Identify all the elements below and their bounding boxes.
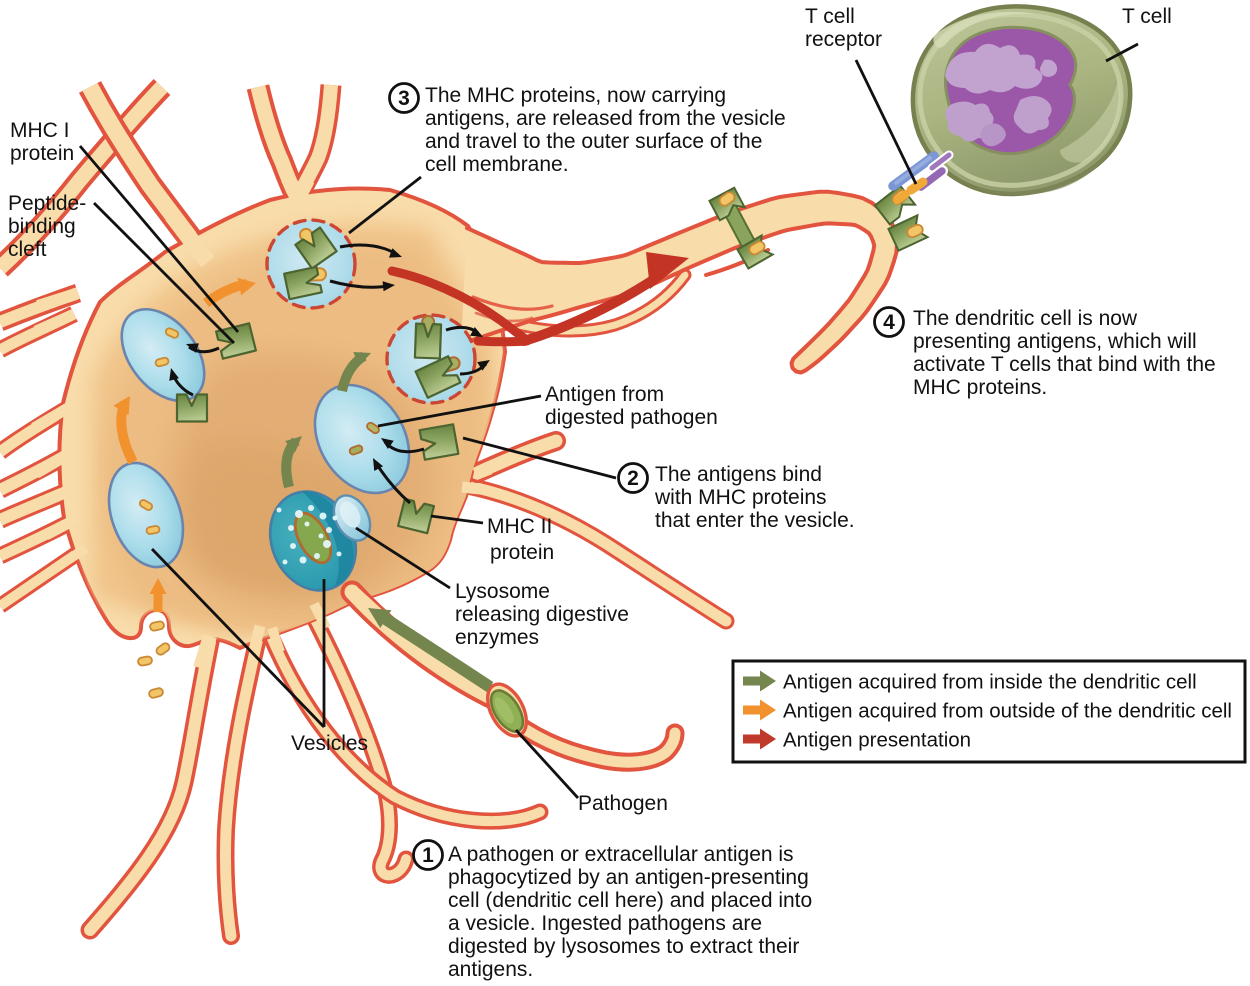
- svg-text:T cell: T cell: [805, 5, 855, 28]
- svg-text:digested pathogen: digested pathogen: [545, 406, 718, 429]
- svg-text:releasing digestive: releasing digestive: [455, 603, 629, 626]
- svg-text:MHC II: MHC II: [487, 515, 552, 538]
- svg-text:and travel to the outer surfac: and travel to the outer surface of the: [425, 130, 762, 153]
- svg-text:Antigen from: Antigen from: [545, 383, 664, 406]
- svg-text:cell (dendritic cell here) and: cell (dendritic cell here) and placed in…: [448, 889, 812, 912]
- svg-text:MHC I: MHC I: [10, 119, 70, 142]
- svg-text:The dendritic cell is now: The dendritic cell is now: [913, 307, 1138, 330]
- svg-text:receptor: receptor: [805, 28, 882, 51]
- svg-text:antigens.: antigens.: [448, 958, 533, 981]
- svg-text:cell membrane.: cell membrane.: [425, 153, 569, 176]
- svg-text:Antigen acquired from inside t: Antigen acquired from inside the dendrit…: [783, 670, 1197, 693]
- svg-text:phagocytized by an antigen-pre: phagocytized by an antigen-presenting: [448, 866, 809, 889]
- svg-text:binding: binding: [8, 215, 76, 238]
- svg-text:presenting antigens, which wil: presenting antigens, which will: [913, 330, 1197, 353]
- svg-text:with MHC proteins: with MHC proteins: [654, 486, 827, 509]
- svg-text:The antigens bind: The antigens bind: [655, 463, 822, 486]
- svg-text:cleft: cleft: [8, 238, 47, 261]
- svg-text:Pathogen: Pathogen: [578, 792, 668, 815]
- svg-text:enzymes: enzymes: [455, 626, 539, 649]
- svg-text:Antigen acquired from outside: Antigen acquired from outside of the den…: [783, 699, 1232, 722]
- svg-text:4: 4: [883, 311, 895, 334]
- svg-text:The MHC proteins, now carrying: The MHC proteins, now carrying: [425, 84, 726, 107]
- svg-text:MHC proteins.: MHC proteins.: [913, 376, 1047, 399]
- svg-text:1: 1: [422, 844, 434, 867]
- svg-text:activate T cells that bind wit: activate T cells that bind with the: [913, 353, 1216, 376]
- svg-text:T cell: T cell: [1122, 5, 1172, 28]
- svg-text:3: 3: [398, 87, 410, 110]
- svg-text:Antigen presentation: Antigen presentation: [783, 728, 971, 751]
- svg-text:a vesicle. Ingested pathogens: a vesicle. Ingested pathogens are: [448, 912, 762, 935]
- svg-text:protein: protein: [490, 541, 554, 564]
- svg-text:Vesicles: Vesicles: [291, 732, 368, 755]
- svg-text:digested by lysosomes to extra: digested by lysosomes to extract their: [448, 935, 799, 958]
- svg-text:2: 2: [627, 467, 639, 490]
- svg-text:Lysosome: Lysosome: [455, 580, 550, 603]
- svg-text:that enter the vesicle.: that enter the vesicle.: [655, 509, 855, 532]
- svg-text:protein: protein: [10, 142, 74, 165]
- svg-text:Peptide-: Peptide-: [8, 192, 86, 215]
- svg-text:antigens, are released from th: antigens, are released from the vesicle: [425, 107, 786, 130]
- svg-text:A pathogen or extracellular an: A pathogen or extracellular antigen is: [448, 843, 794, 866]
